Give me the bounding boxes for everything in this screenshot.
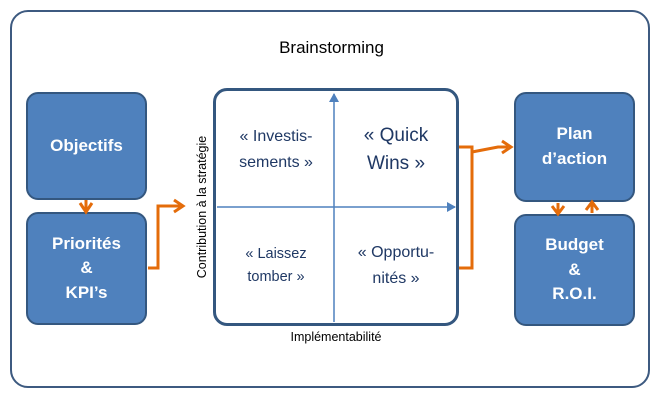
arrow-plan-head [501,139,514,155]
quadrant-top-right: « Quick Wins » [336,91,456,209]
matrix-bracket-connector [459,145,474,270]
priorites-ampersand: & [80,258,93,278]
laissez-tomber-line-2: tomber » [247,269,305,285]
priorites-kpi-box: Priorités & KPI’s [26,212,147,325]
quick-wins-line-1: « Quick [363,125,429,147]
quadrant-top-left: « Investis- sements » [216,91,336,209]
plan-label: Plan [556,124,593,144]
action-label: d’action [541,149,608,168]
arrow-matrix-to-plan [471,145,508,154]
budget-roi-box: Budget & R.O.I. [514,214,635,326]
roi-label: R.O.I. [552,284,597,304]
budget-ampersand: & [568,259,581,279]
investissements-line-1: « Investis- [239,127,313,145]
investissements-line-2: sements » [239,154,313,171]
opportunites-line-2: nités » [372,270,420,287]
x-axis-label: Implémentabilité [290,330,382,344]
arrow-matrix-head [173,198,186,214]
objectifs-box: Objectifs [26,92,147,200]
objectifs-label: Objectifs [50,135,123,155]
arrow-objectifs-head [78,202,94,215]
arrow-priorites-to-matrix [148,204,180,270]
priorites-label: Priorités [52,233,121,253]
arrow-up-head [584,199,600,211]
laissez-tomber-line-1: « Laissez [245,245,307,262]
quadrant-bottom-right: « Opportu- nités » [336,209,456,323]
diagram-title: Brainstorming [279,38,384,57]
opportunites-line-1: « Opportu- [357,243,435,261]
plan-action-box: Plan d’action [514,92,635,202]
arrow-down-head [550,205,566,217]
budget-label: Budget [545,235,604,255]
kpi-label: KPI’s [65,282,108,302]
quadrant-bottom-left: « Laissez tomber » [216,209,336,323]
quick-wins-line-2: Wins » [366,153,426,174]
